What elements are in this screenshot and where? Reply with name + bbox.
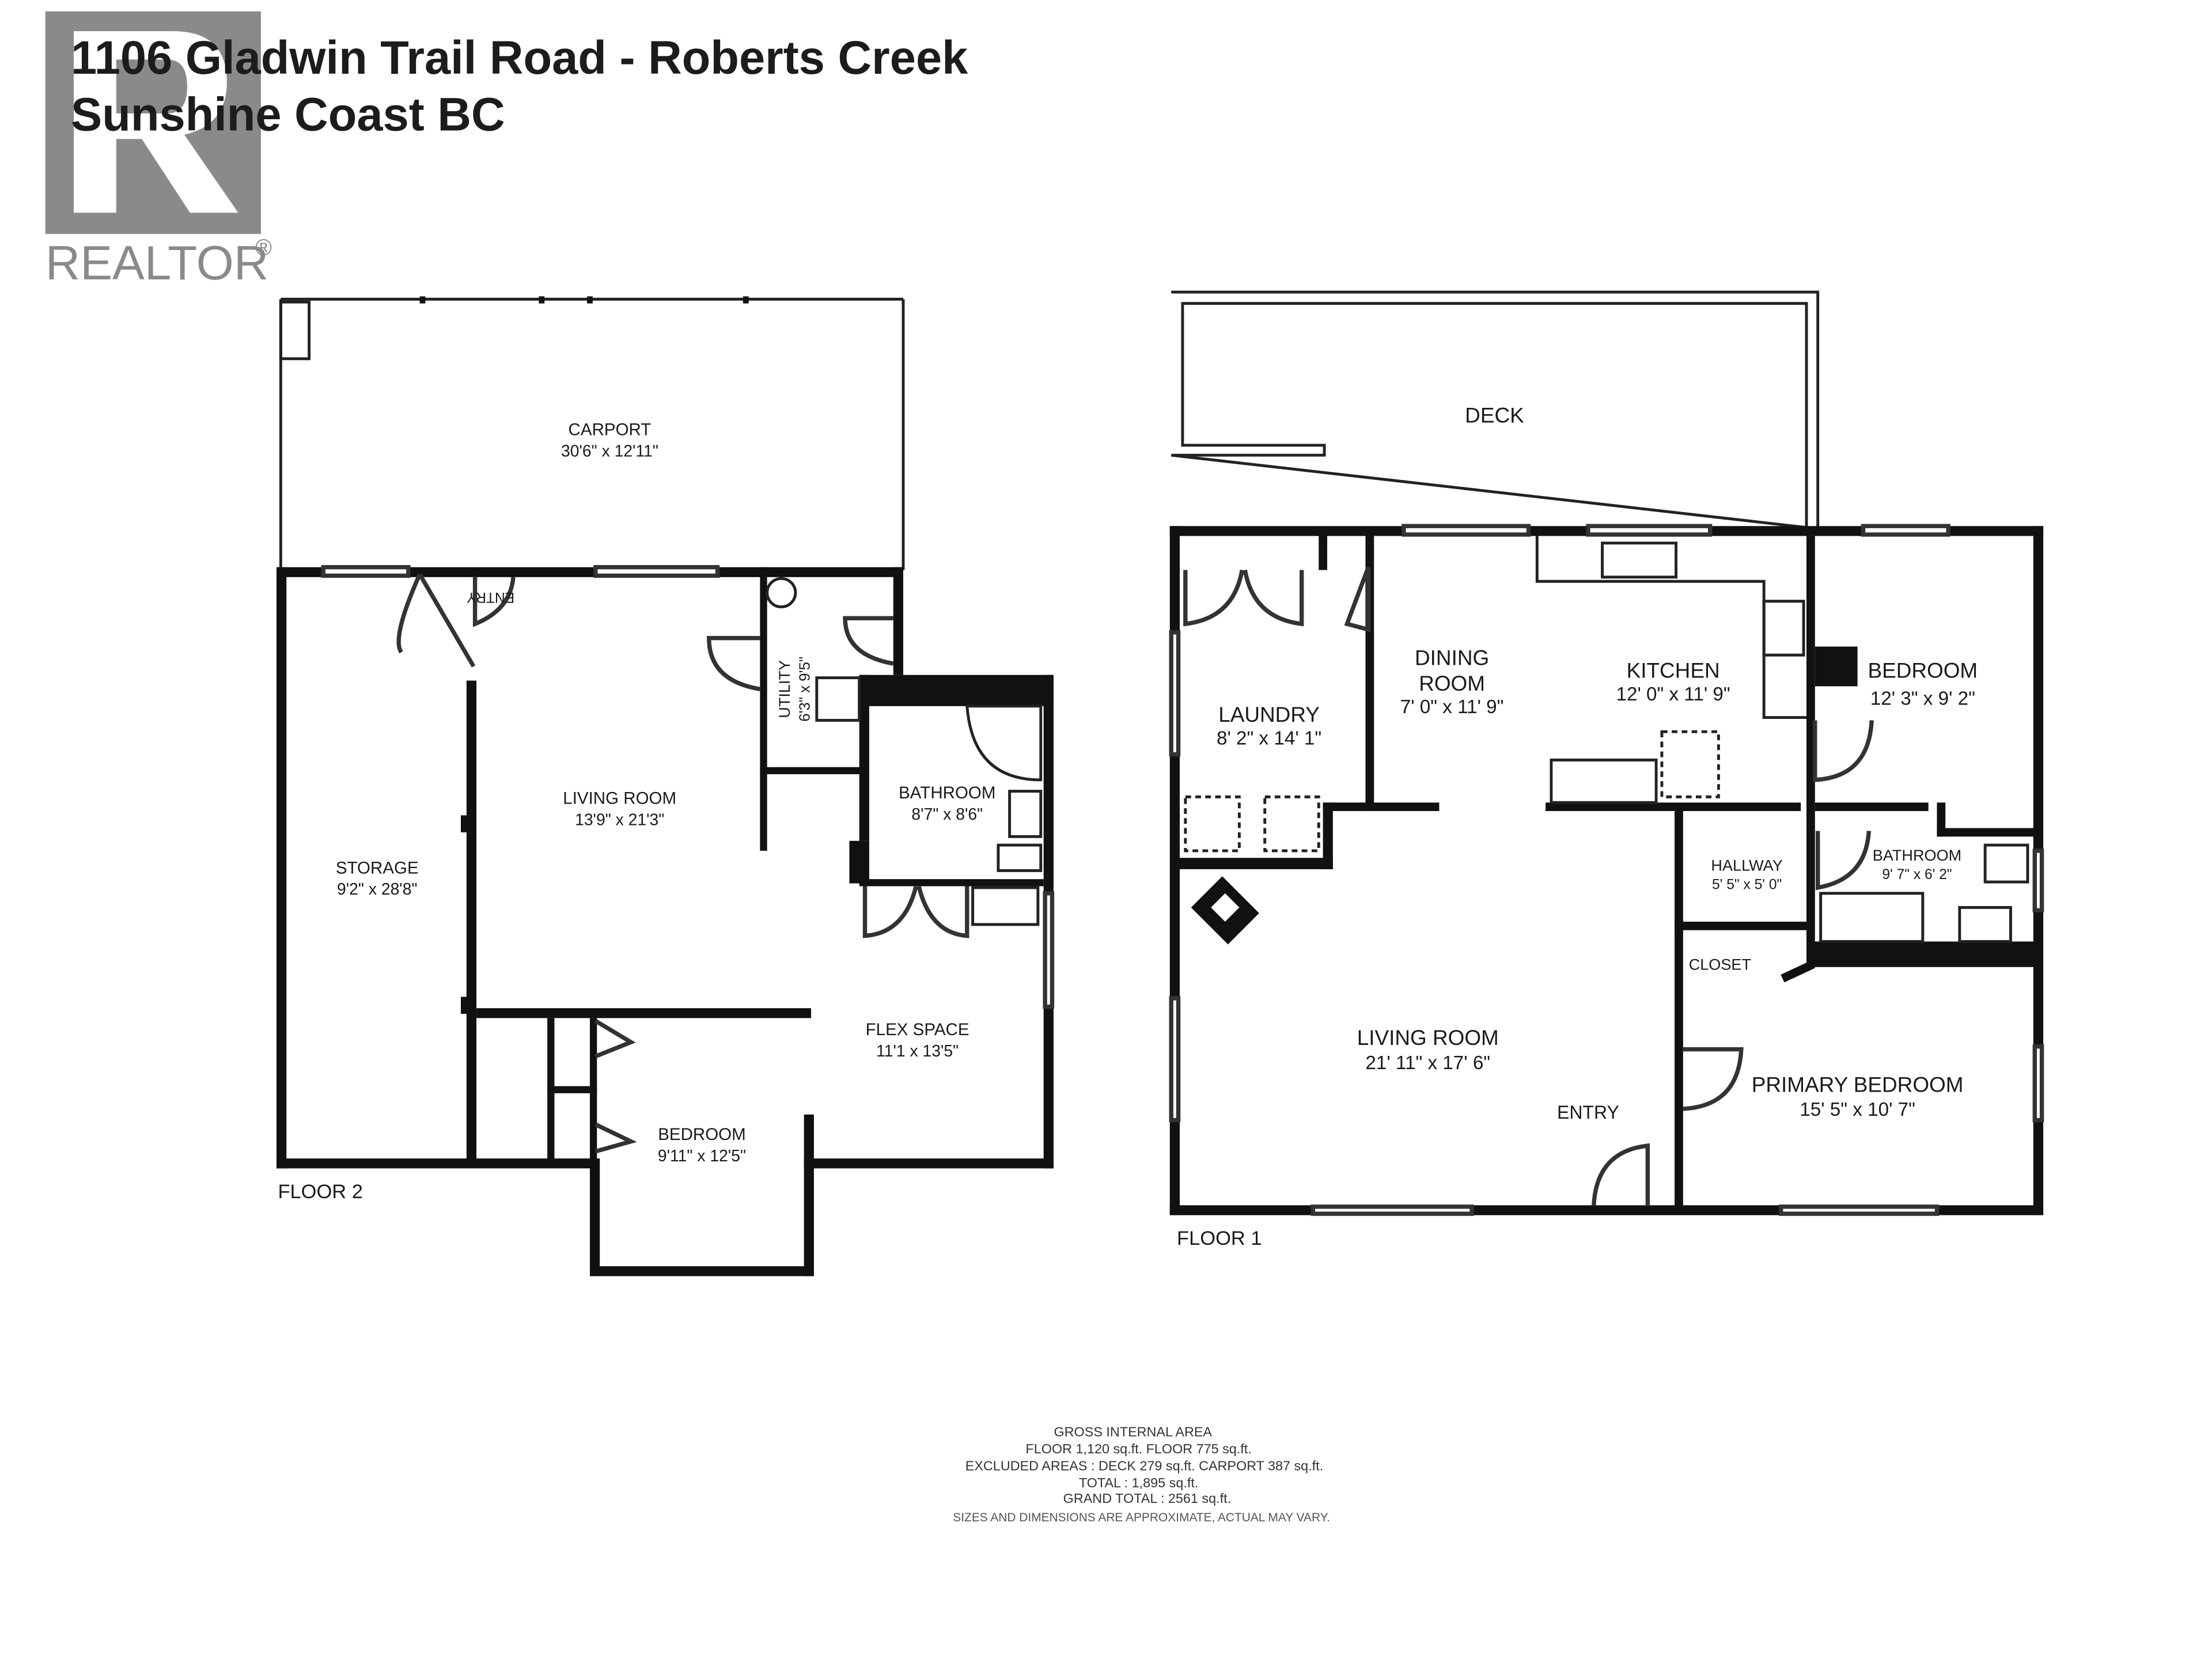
f1-primary-dims: 15' 5" x 10' 7": [1800, 1099, 1915, 1120]
floor-2-fixtures: [766, 577, 1043, 926]
floor-1-doors: [1183, 566, 1874, 1206]
f2-utility-label: UTILITY: [775, 660, 793, 718]
f2-living-dims: 13'9" x 21'3": [575, 810, 664, 829]
f1-bedroom-dims: 12' 3" x 9' 2": [1870, 688, 1975, 709]
floor-2-plan: CARPORT 30'6" x 12'11" ENTRY STORAGE 9'2…: [276, 296, 1055, 1277]
realtor-r-glyph: [74, 31, 238, 213]
f2-carport-label: CARPORT: [569, 421, 652, 440]
area-summary: GROSS INTERNAL AREA FLOOR 1,120 sq.ft. F…: [953, 1425, 1330, 1525]
listing-address: 1106 Gladwin Trail Road - Roberts Creek: [71, 32, 968, 84]
floor-2-label: FLOOR 2: [278, 1181, 362, 1203]
fireplace-icon: [1191, 876, 1259, 945]
f1-hallway-dims: 5' 5" x 5' 0": [1712, 877, 1782, 892]
f1-laundry-dims: 8' 2" x 14' 1": [1217, 728, 1321, 749]
deck-outline: [1171, 290, 1820, 529]
f1-laundry-label: LAUNDRY: [1218, 703, 1320, 726]
f1-dining-label-1: DINING: [1415, 646, 1489, 669]
f2-storage-label: STORAGE: [336, 858, 419, 877]
area-disclaimer: SIZES AND DIMENSIONS ARE APPROXIMATE, AC…: [953, 1511, 1330, 1524]
f2-flex-dims: 11'1 x 13'5": [876, 1041, 959, 1060]
f1-bathroom-dims: 9' 7" x 6' 2": [1882, 867, 1952, 882]
f1-dining-dims: 7' 0" x 11' 9": [1400, 696, 1504, 718]
f1-dining-label-2: ROOM: [1419, 672, 1485, 695]
floor-2-doors: [396, 573, 969, 1154]
area-total: TOTAL : 1,895 sq.ft.: [1079, 1475, 1198, 1490]
f2-entry-label: ENTRY: [467, 589, 514, 605]
f2-carport-dims: 30'6" x 12'11": [561, 442, 658, 460]
f2-utility-dims: 6'3" x 9'5": [797, 657, 813, 722]
f1-primary-label: PRIMARY BEDROOM: [1752, 1073, 1964, 1096]
f1-bedroom-label: BEDROOM: [1868, 659, 1978, 683]
f1-kitchen-dims: 12' 0" x 11' 9": [1616, 684, 1730, 705]
area-grand-total: GRAND TOTAL : 2561 sq.ft.: [1063, 1491, 1231, 1506]
floor-2-walls: [276, 567, 1054, 1277]
carport-outline: [279, 296, 905, 570]
f1-living-label: LIVING ROOM: [1357, 1026, 1499, 1050]
floor-1-plan: DECK LAUNDRY 8' 2" x 14' 1" DINING ROOM …: [1169, 290, 2044, 1249]
registered-mark: ®: [255, 235, 272, 260]
f2-bathroom-label: BATHROOM: [899, 783, 995, 802]
f1-closet-label: CLOSET: [1689, 956, 1751, 974]
f2-bedroom-dims: 9'11" x 12'5": [658, 1146, 746, 1165]
f1-deck-label: DECK: [1465, 404, 1524, 427]
realtor-logo: REALTOR ®: [46, 11, 272, 290]
f1-entry-label: ENTRY: [1557, 1102, 1619, 1123]
kitchen-counter: [1535, 536, 1806, 804]
f1-living-dims: 21' 11" x 17' 6": [1365, 1052, 1490, 1074]
floor-1-label: FLOOR 1: [1177, 1228, 1262, 1249]
f2-living-label: LIVING ROOM: [563, 789, 676, 808]
f1-hallway-label: HALLWAY: [1711, 856, 1782, 874]
f2-bathroom-dims: 8'7" x 8'6": [911, 805, 983, 823]
area-excluded: EXCLUDED AREAS : DECK 279 sq.ft. CARPORT…: [965, 1459, 1323, 1474]
area-heading: GROSS INTERNAL AREA: [1054, 1425, 1213, 1440]
f1-kitchen-label: KITCHEN: [1627, 659, 1720, 683]
f1-bathroom-label: BATHROOM: [1873, 846, 1961, 864]
listing-region: Sunshine Coast BC: [71, 88, 505, 141]
f2-bedroom-label: BEDROOM: [658, 1125, 746, 1144]
f2-flex-label: FLEX SPACE: [866, 1020, 969, 1039]
realtor-wordmark: REALTOR: [46, 236, 269, 290]
area-floors: FLOOR 1,120 sq.ft. FLOOR 775 sq.ft.: [1025, 1441, 1251, 1456]
f2-storage-dims: 9'2" x 28'8": [337, 880, 417, 898]
